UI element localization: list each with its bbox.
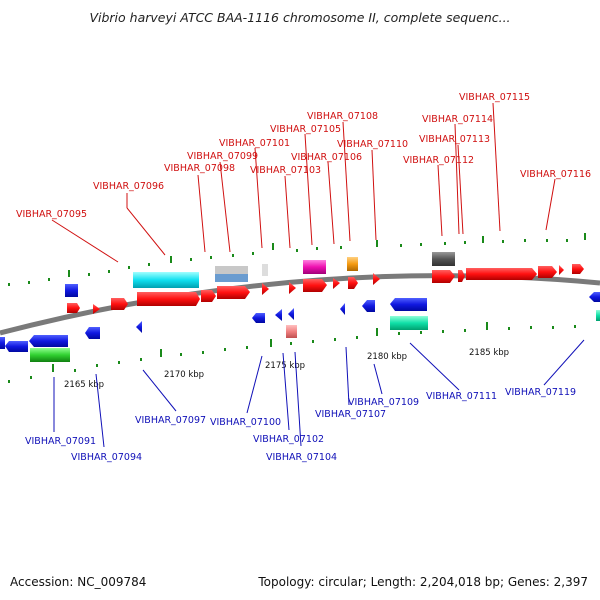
bottom-leader-lines bbox=[53, 339, 585, 448]
scale-label: 2165 kbp bbox=[64, 380, 104, 390]
gene-label: VIBHAR_07098 bbox=[164, 163, 235, 174]
gene-label: VIBHAR_07103 bbox=[250, 165, 321, 176]
top-leader-lines bbox=[51, 102, 556, 263]
scale-label: 2180 kbp bbox=[367, 352, 407, 362]
gene-label: VIBHAR_07101 bbox=[219, 138, 290, 149]
accession-text: Accession: NC_009784 bbox=[10, 575, 147, 589]
gene-label: VIBHAR_07115 bbox=[459, 92, 530, 103]
gene-label: VIBHAR_07102 bbox=[253, 434, 324, 445]
chromosome-backbone bbox=[0, 273, 600, 336]
gene-label: VIBHAR_07119 bbox=[505, 387, 576, 398]
top-tick-ring bbox=[8, 233, 586, 286]
gene-label: VIBHAR_07091 bbox=[25, 436, 96, 447]
map-title: Vibrio harveyi ATCC BAA-1116 chromosome … bbox=[89, 10, 511, 25]
gene-label: VIBHAR_07095 bbox=[16, 209, 87, 220]
gene-label: VIBHAR_07105 bbox=[270, 124, 341, 135]
gene-label: VIBHAR_07113 bbox=[419, 134, 490, 145]
gene-label: VIBHAR_07114 bbox=[422, 114, 493, 125]
reverse-genes bbox=[0, 292, 600, 362]
gene-label: VIBHAR_07107 bbox=[315, 409, 386, 420]
bottom-tick-ring bbox=[8, 322, 576, 383]
gene-label: VIBHAR_07111 bbox=[426, 391, 497, 402]
gene-label: VIBHAR_07108 bbox=[307, 111, 378, 122]
gene-label: VIBHAR_07116 bbox=[520, 169, 591, 180]
scale-label: 2185 kbp bbox=[469, 348, 509, 358]
gene-label: VIBHAR_07097 bbox=[135, 415, 206, 426]
gene-label: VIBHAR_07109 bbox=[348, 397, 419, 408]
gene-label: VIBHAR_07112 bbox=[403, 155, 474, 166]
gene-label: VIBHAR_07110 bbox=[337, 139, 408, 150]
gene-label: VIBHAR_07094 bbox=[71, 452, 142, 463]
topology-summary: Topology: circular; Length: 2,204,018 bp… bbox=[258, 575, 588, 589]
gene-label: VIBHAR_07106 bbox=[291, 152, 362, 163]
forward-genes bbox=[65, 252, 584, 314]
gene-label: VIBHAR_07100 bbox=[210, 417, 281, 428]
gene-label: VIBHAR_07099 bbox=[187, 151, 258, 162]
gene-label: VIBHAR_07104 bbox=[266, 452, 337, 463]
scale-label: 2170 kbp bbox=[164, 370, 204, 380]
gene-label: VIBHAR_07096 bbox=[93, 181, 164, 192]
top-gene-labels: VIBHAR_07095 VIBHAR_07096 VIBHAR_07098 V… bbox=[16, 92, 591, 220]
bottom-gene-labels: VIBHAR_07091 VIBHAR_07094 VIBHAR_07097 V… bbox=[25, 387, 576, 463]
scale-label: 2175 kbp bbox=[265, 361, 305, 371]
